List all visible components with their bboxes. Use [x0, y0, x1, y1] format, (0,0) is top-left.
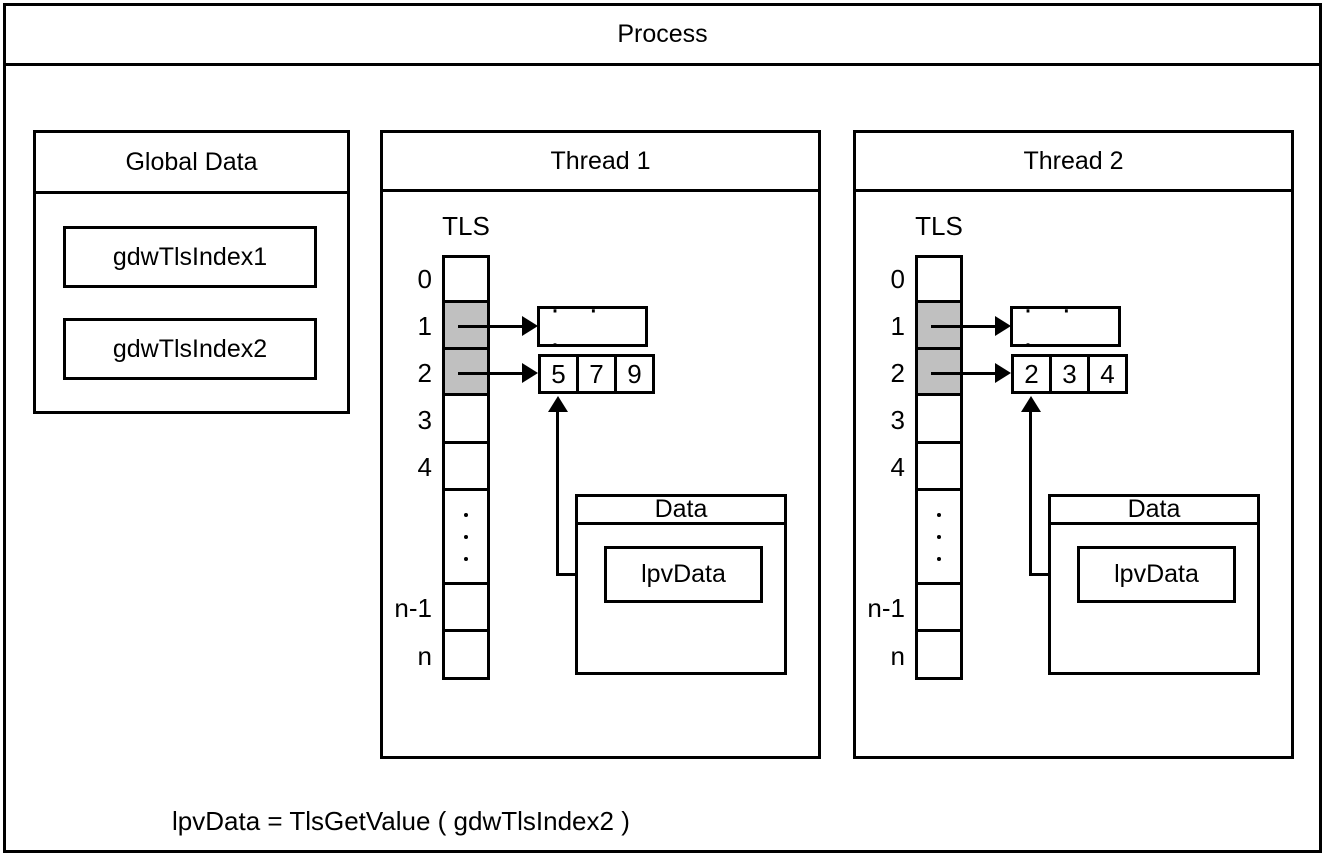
- tls-slot-2: [915, 347, 963, 396]
- value-cell: 3: [1049, 354, 1090, 394]
- pointer-target-box: · · ·: [1010, 293, 1121, 360]
- pointer-arrow-vline: [1029, 410, 1032, 576]
- global-var-label-2: gdwTlsIndex2: [112, 334, 268, 363]
- slot-index-label-3: 3: [890, 405, 905, 435]
- tls-slot-column: [442, 255, 490, 680]
- tls-slot-3: [442, 393, 490, 444]
- slot-index-label-0: 0: [417, 264, 432, 294]
- slot-index-label-2: 2: [890, 358, 905, 388]
- arrow-line-slot1: [458, 325, 526, 328]
- tls-slot-2: [442, 347, 490, 396]
- slot-index-label-2: 2: [417, 358, 432, 388]
- slot-index-label-3: 3: [417, 405, 432, 435]
- slot-index-label-n-1: n-1: [867, 593, 905, 623]
- pointer-target-box: · · ·: [537, 293, 648, 360]
- arrow-line-slot2: [931, 372, 999, 375]
- process-title: Process: [3, 3, 1322, 66]
- formula-text: lpvData = TlsGetValue ( gdwTlsIndex2 ): [172, 806, 630, 836]
- value-cell: 7: [576, 354, 617, 394]
- vertical-ellipsis-icon: [445, 491, 487, 582]
- global-var-label-1: gdwTlsIndex1: [112, 242, 268, 271]
- tls-slot-4: [915, 441, 963, 491]
- lpvdata-box: lpvData: [1077, 546, 1236, 603]
- tls-slot-n: [915, 629, 963, 680]
- tls-slot-4: [442, 441, 490, 491]
- arrow-right-icon: [995, 316, 1011, 336]
- tls-label: TLS: [442, 211, 490, 241]
- tls-slot-3: [915, 393, 963, 444]
- slot-index-label-n-1: n-1: [394, 593, 432, 623]
- ellipsis-text: · · ·: [1023, 292, 1082, 360]
- lpvdata-box: lpvData: [604, 546, 763, 603]
- data-box-title: Data: [578, 495, 784, 525]
- vertical-ellipsis-icon: [918, 491, 960, 582]
- tls-slot-ellipsis: [915, 488, 963, 585]
- value-cell: 2: [1011, 354, 1052, 394]
- slot-index-label-1: 1: [890, 311, 905, 341]
- slot-index-label-1: 1: [417, 311, 432, 341]
- tls-slot-n-1: [442, 582, 490, 632]
- thread-title: Thread 2: [856, 133, 1291, 192]
- value-cell: 9: [614, 354, 655, 394]
- lpvdata-label: lpvData: [1114, 560, 1199, 588]
- arrow-right-icon: [995, 363, 1011, 383]
- slot-index-label-n: n: [417, 641, 432, 671]
- slot-index-label-n: n: [890, 641, 905, 671]
- tls-slot-n: [442, 629, 490, 680]
- global-var-box-1: gdwTlsIndex1: [63, 226, 317, 288]
- arrow-right-icon: [522, 363, 538, 383]
- lpvdata-label: lpvData: [641, 560, 726, 588]
- ellipsis-text: · · ·: [550, 292, 609, 360]
- tls-slot-0: [442, 255, 490, 303]
- tls-slot-n-1: [915, 582, 963, 632]
- tls-label: TLS: [915, 211, 963, 241]
- value-cell: 5: [538, 354, 579, 394]
- arrow-line-slot1: [931, 325, 999, 328]
- arrow-up-icon: [1021, 396, 1041, 412]
- slot-index-label-0: 0: [890, 264, 905, 294]
- data-box-title: Data: [1051, 495, 1257, 525]
- global-var-box-2: gdwTlsIndex2: [63, 318, 317, 380]
- tls-slot-0: [915, 255, 963, 303]
- tls-slot-column: [915, 255, 963, 680]
- thread-title: Thread 1: [383, 133, 818, 192]
- arrow-up-icon: [548, 396, 568, 412]
- pointer-arrow-vline: [556, 410, 559, 576]
- value-cell: 4: [1087, 354, 1128, 394]
- arrow-line-slot2: [458, 372, 526, 375]
- global-data-title: Global Data: [36, 133, 347, 194]
- slot-index-label-4: 4: [417, 452, 432, 482]
- arrow-right-icon: [522, 316, 538, 336]
- slot-index-label-4: 4: [890, 452, 905, 482]
- tls-slot-ellipsis: [442, 488, 490, 585]
